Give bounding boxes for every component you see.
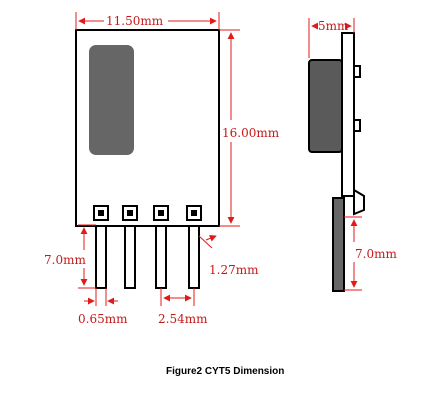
side-thickness-dimension: 5mm [308, 18, 355, 58]
pad-4-hole [191, 210, 197, 216]
side-latch [353, 188, 365, 216]
side-contact-top [353, 65, 361, 78]
side-view: 5mm 7.0mm [308, 18, 397, 292]
pad-3-hole [158, 210, 164, 216]
pin-2 [124, 224, 136, 289]
chip-window [89, 45, 134, 155]
pin-3 [155, 224, 167, 289]
side-component [308, 59, 343, 153]
pin-length-label: 7.0mm [44, 253, 86, 267]
height-dimension: 16.00mm [219, 29, 280, 227]
pin-1 [95, 224, 107, 289]
pin-width-dimension: 0.65mm [78, 288, 128, 326]
front-pins [95, 224, 200, 289]
height-label: 16.00mm [222, 126, 280, 140]
pad-2-hole [127, 210, 133, 216]
width-label: 11.50mm [106, 14, 164, 28]
pin-width-label: 0.65mm [78, 312, 128, 326]
front-view: 11.50mm 16.00mm 7.0mm 0.65mm [44, 12, 280, 326]
side-pin-length-label: 7.0mm [355, 247, 397, 261]
side-pin [332, 197, 345, 292]
pad-1-hole [98, 210, 104, 216]
width-dimension: 11.50mm [75, 12, 220, 30]
pin-offset-label: 1.27mm [209, 263, 259, 277]
pin-length-dimension: 7.0mm [44, 224, 96, 289]
side-board [341, 32, 355, 197]
side-pin-length-dimension: 7.0mm [344, 216, 397, 291]
side-contact-bottom [353, 119, 361, 132]
pin-4 [188, 224, 200, 289]
figure-caption: Figure2 CYT5 Dimension [166, 366, 284, 377]
pin-pads [93, 205, 202, 221]
pin-pitch-label: 2.54mm [158, 312, 208, 326]
pin-pitch-dimension: 2.54mm [158, 288, 208, 326]
pin-offset-dimension: 1.27mm [198, 235, 259, 277]
side-thickness-label: 5mm [318, 19, 349, 33]
